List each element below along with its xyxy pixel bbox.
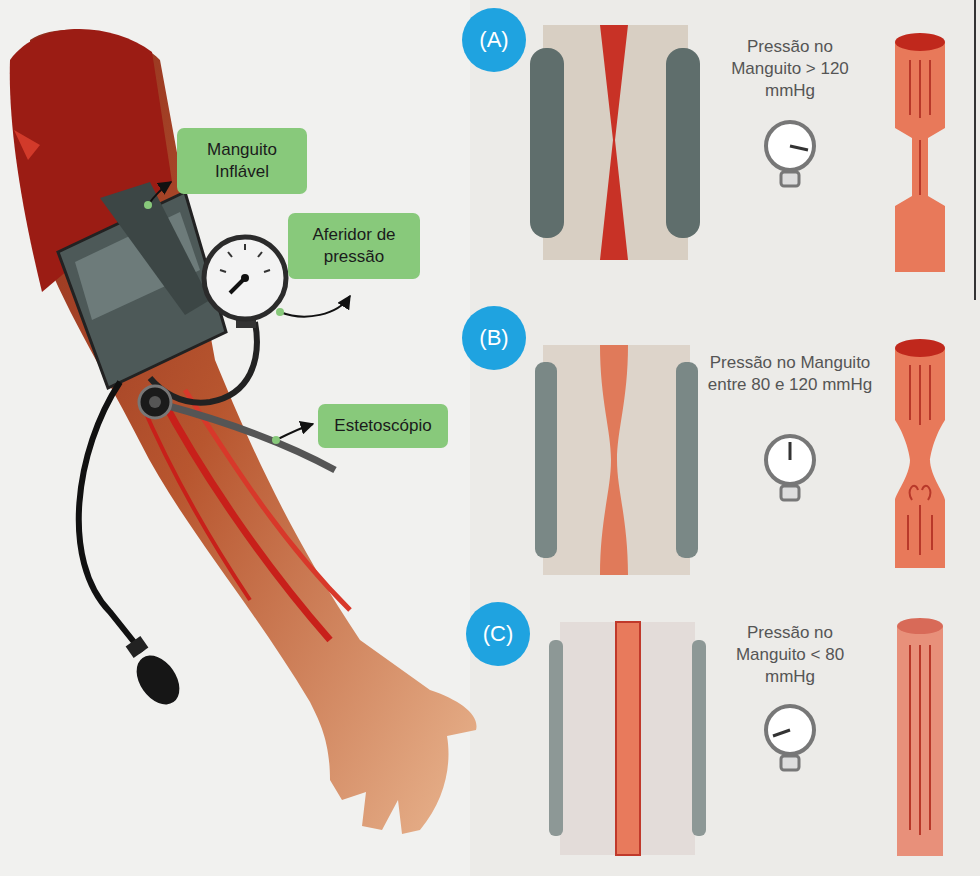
panel-badge: (C): [466, 602, 530, 666]
label-box: Manguito Inflável: [177, 128, 307, 194]
pressure-note: Pressão no Manguito < 80 mmHg: [715, 622, 865, 688]
panel-letter: (A): [479, 27, 508, 53]
label-box: Aferidor de pressão: [288, 213, 420, 279]
label-box: Estetoscópio: [318, 404, 448, 448]
label-text: Aferidor de pressão: [298, 224, 410, 268]
gauge-icon: [766, 436, 814, 500]
pressure-note: Pressão no Manguito > 120 mmHg: [715, 36, 865, 102]
gauge-icon: [766, 706, 814, 770]
gauge-icon: [766, 122, 814, 186]
pressure-note: Pressão no Manguito entre 80 e 120 mmHg: [702, 352, 878, 396]
panel-badge: (A): [462, 8, 526, 72]
label-text: Estetoscópio: [328, 415, 438, 437]
panel-letter: (B): [479, 325, 508, 351]
panel-letter: (C): [483, 621, 514, 647]
label-text: Manguito Inflável: [187, 139, 297, 183]
panel-badge: (B): [462, 306, 526, 370]
